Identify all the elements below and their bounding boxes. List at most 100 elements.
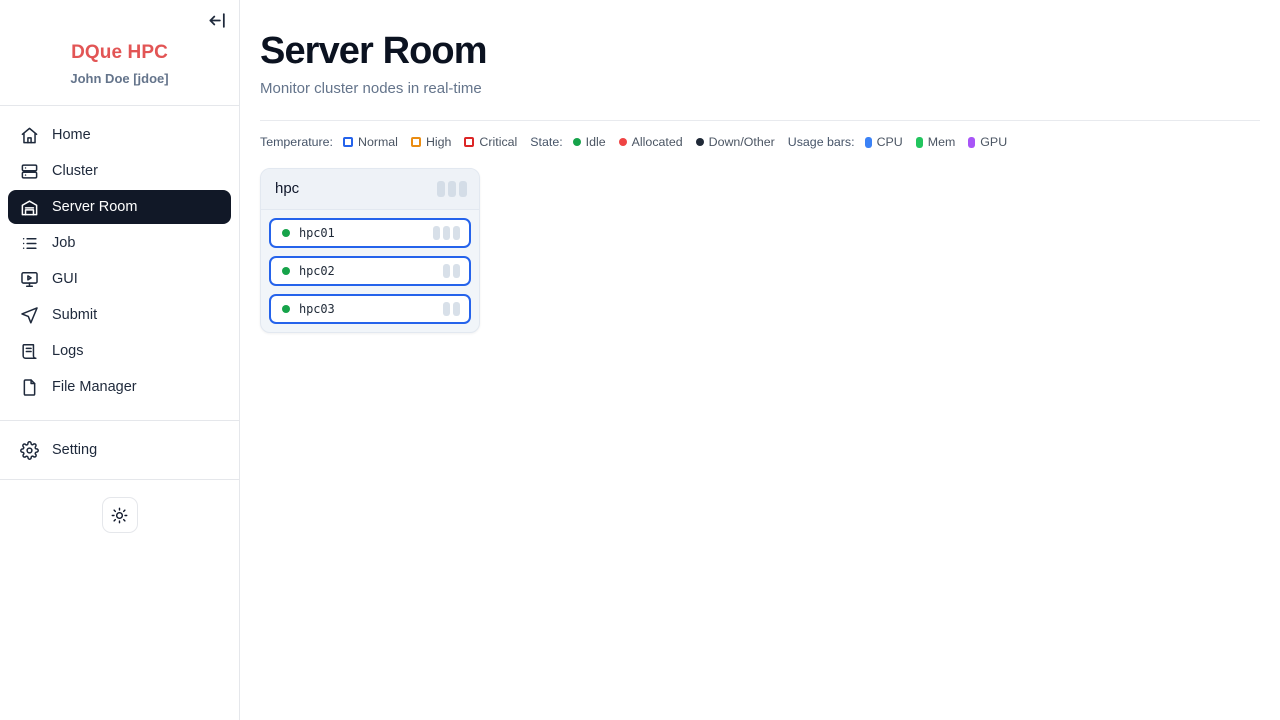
racks-container: hpc hpc01 xyxy=(260,149,1260,333)
legend-label-text: CPU xyxy=(876,135,903,149)
sidebar-divider-bottom xyxy=(0,479,239,480)
usage-bar xyxy=(437,181,445,197)
usage-bar-icon xyxy=(968,136,976,148)
sidebar: DQue HPC John Doe [jdoe] Home xyxy=(0,0,240,720)
home-icon xyxy=(20,126,39,145)
legend-temperature-label: Temperature: xyxy=(260,135,333,149)
sidebar-item-label: File Manager xyxy=(52,379,137,395)
legend-group-state: Idle Allocated Down/Other xyxy=(572,135,775,149)
node-usage-bars xyxy=(433,226,460,240)
main-content: Server Room Monitor cluster nodes in rea… xyxy=(240,0,1280,720)
sidebar-divider-settings xyxy=(0,420,239,421)
legend-label-text: GPU xyxy=(980,135,1008,149)
legend-item-high: High xyxy=(410,135,452,149)
legend-label-text: Down/Other xyxy=(708,135,775,149)
node-usage-bars xyxy=(443,264,460,278)
sidebar-item-home[interactable]: Home xyxy=(8,118,231,152)
legend-item-idle: Idle xyxy=(572,135,606,149)
rack-name: hpc xyxy=(275,180,300,197)
status-dot-icon xyxy=(695,138,704,146)
sidebar-item-setting[interactable]: Setting xyxy=(8,433,231,467)
usage-bar-cpu xyxy=(443,302,450,316)
sidebar-item-cluster[interactable]: Cluster xyxy=(8,154,231,188)
square-outline-icon xyxy=(464,137,475,147)
sidebar-item-label: Submit xyxy=(52,307,98,323)
rack-header[interactable]: hpc xyxy=(261,169,479,210)
node-name: hpc02 xyxy=(299,264,335,278)
gear-icon xyxy=(20,440,39,460)
node-row[interactable]: hpc01 xyxy=(269,218,471,248)
usage-bar-icon xyxy=(864,136,872,148)
monitor-play-icon xyxy=(20,270,39,289)
warehouse-icon xyxy=(20,198,39,217)
legend-bar: Temperature: Normal High Critical State: xyxy=(260,121,1260,149)
usage-bar xyxy=(448,181,456,197)
legend-item-gpu: GPU xyxy=(968,135,1007,149)
sidebar-item-submit[interactable]: Submit xyxy=(8,298,231,332)
sidebar-item-label: GUI xyxy=(52,271,78,287)
server-icon xyxy=(20,162,39,181)
sidebar-settings-block: Setting xyxy=(0,421,239,467)
header-divider xyxy=(260,120,1260,121)
legend-state-label: State: xyxy=(530,135,563,149)
status-dot-icon xyxy=(282,267,290,275)
square-outline-icon xyxy=(343,137,353,147)
rack-node-list: hpc01 hpc02 xyxy=(261,210,479,324)
legend-item-down-other: Down/Other xyxy=(695,135,775,149)
current-user: John Doe [jdoe] xyxy=(70,71,169,86)
node-name: hpc03 xyxy=(299,302,335,316)
square-outline-icon xyxy=(410,137,421,147)
status-dot-icon xyxy=(618,138,627,146)
sidebar-item-server-room[interactable]: Server Room xyxy=(8,190,231,224)
legend-usage-label: Usage bars: xyxy=(787,135,855,149)
usage-bar-cpu xyxy=(443,264,450,278)
sun-icon xyxy=(111,507,128,524)
sidebar-nav: Home Cluster Server Ro xyxy=(0,106,239,404)
sidebar-item-job[interactable]: Job xyxy=(8,226,231,260)
usage-bar-mem xyxy=(443,226,450,240)
legend-item-cpu: CPU xyxy=(864,135,903,149)
legend-label-text: Normal xyxy=(358,135,398,149)
sidebar-item-label: Home xyxy=(52,127,91,143)
sidebar-item-label: Setting xyxy=(52,442,98,458)
node-identity: hpc03 xyxy=(282,302,335,316)
page-title: Server Room xyxy=(260,30,488,72)
node-row[interactable]: hpc02 xyxy=(269,256,471,286)
sidebar-divider-top xyxy=(0,105,239,106)
sidebar-item-gui[interactable]: GUI xyxy=(8,262,231,296)
sidebar-item-logs[interactable]: Logs xyxy=(8,334,231,368)
rack-usage-bars xyxy=(437,181,467,197)
list-icon xyxy=(20,234,39,253)
rack-card[interactable]: hpc hpc01 xyxy=(260,168,480,333)
usage-bar xyxy=(459,181,467,197)
send-icon xyxy=(20,306,39,325)
usage-bar-cpu xyxy=(433,226,440,240)
node-identity: hpc02 xyxy=(282,264,335,278)
sidebar-item-file-manager[interactable]: File Manager xyxy=(8,370,231,404)
status-dot-icon xyxy=(572,138,581,146)
page-subtitle: Monitor cluster nodes in real-time xyxy=(260,80,482,97)
node-row[interactable]: hpc03 xyxy=(269,294,471,324)
legend-item-normal: Normal xyxy=(343,135,398,149)
legend-label-text: Mem xyxy=(927,135,956,149)
nav-spacer xyxy=(0,404,239,420)
sidebar-item-label: Job xyxy=(52,235,76,251)
status-dot-icon xyxy=(282,305,290,313)
file-icon xyxy=(20,378,39,397)
legend-label-text: Allocated xyxy=(631,135,683,149)
legend-group-usage: CPU Mem GPU xyxy=(864,135,1007,149)
legend-item-allocated: Allocated xyxy=(618,135,683,149)
usage-bar-mem xyxy=(453,264,460,278)
sidebar-item-label: Server Room xyxy=(52,199,138,215)
theme-toggle-button[interactable] xyxy=(101,497,138,533)
legend-label-text: High xyxy=(425,135,452,149)
arrow-left-to-line-icon[interactable] xyxy=(206,9,228,31)
node-name: hpc01 xyxy=(299,226,335,240)
legend-group-temperature: Normal High Critical xyxy=(343,135,517,149)
brand-block: DQue HPC John Doe [jdoe] xyxy=(0,40,239,105)
node-identity: hpc01 xyxy=(282,226,335,240)
legend-label-text: Critical xyxy=(479,135,518,149)
scroll-text-icon xyxy=(20,342,39,361)
legend-item-critical: Critical xyxy=(464,135,517,149)
sidebar-collapse-row xyxy=(0,0,239,40)
